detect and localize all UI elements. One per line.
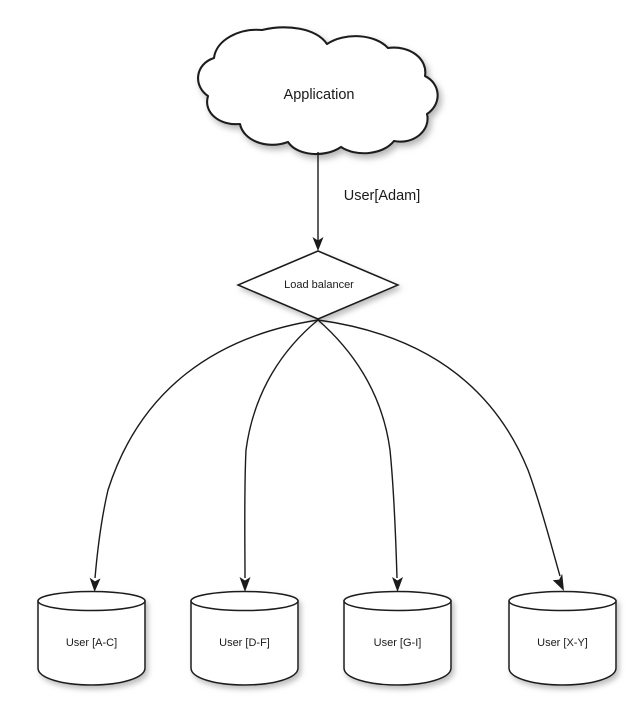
edge-balancer-to-db-2-line xyxy=(317,319,398,579)
edges-balancer-to-databases xyxy=(89,319,564,592)
edge-balancer-to-db-1-line xyxy=(244,319,319,579)
database-3-label: User [X-Y] xyxy=(537,637,588,649)
edge-balancer-to-db-0-line xyxy=(94,319,319,579)
database-1-body xyxy=(190,600,299,686)
edge-balancer-to-db-0 xyxy=(89,319,319,592)
edge-balancer-to-db-0-arrowhead xyxy=(89,577,101,592)
database-3-top xyxy=(508,590,617,612)
edge-cloud-to-balancer: User[Adam] xyxy=(312,152,421,251)
cloud-shape xyxy=(197,26,439,156)
edge-balancer-to-db-3-arrowhead xyxy=(552,573,564,591)
node-database-2[interactable]: User [G-I] xyxy=(343,590,452,686)
database-0-top xyxy=(37,590,146,612)
database-2-top xyxy=(343,590,452,612)
node-database-0[interactable]: User [A-C] xyxy=(37,590,146,686)
edge-balancer-to-db-2-arrowhead xyxy=(392,577,403,592)
database-3-body xyxy=(508,600,617,686)
database-0-body xyxy=(37,600,146,686)
edge-balancer-to-db-1-arrowhead xyxy=(239,577,251,592)
cloud-label: Application xyxy=(284,87,355,103)
edge-cloud-to-balancer-arrowhead xyxy=(312,237,324,251)
database-1-top xyxy=(190,590,299,612)
database-0-label: User [A-C] xyxy=(66,637,117,649)
node-database-3[interactable]: User [X-Y] xyxy=(508,590,617,686)
edge-balancer-to-db-2 xyxy=(317,319,403,592)
node-application-cloud[interactable]: Application xyxy=(197,26,439,156)
load-balancer-label: Load balancer xyxy=(284,279,354,291)
edge-cloud-to-balancer-label: User[Adam] xyxy=(344,188,421,204)
database-2-body xyxy=(343,600,452,686)
node-load-balancer[interactable]: Load balancer xyxy=(236,250,400,320)
node-database-1[interactable]: User [D-F] xyxy=(190,590,299,686)
diamond-shape xyxy=(236,250,400,320)
edge-balancer-to-db-3-line xyxy=(317,319,561,577)
edge-balancer-to-db-1 xyxy=(239,319,319,592)
edge-balancer-to-db-3 xyxy=(317,319,564,591)
database-1-label: User [D-F] xyxy=(219,637,270,649)
database-2-label: User [G-I] xyxy=(374,637,422,649)
